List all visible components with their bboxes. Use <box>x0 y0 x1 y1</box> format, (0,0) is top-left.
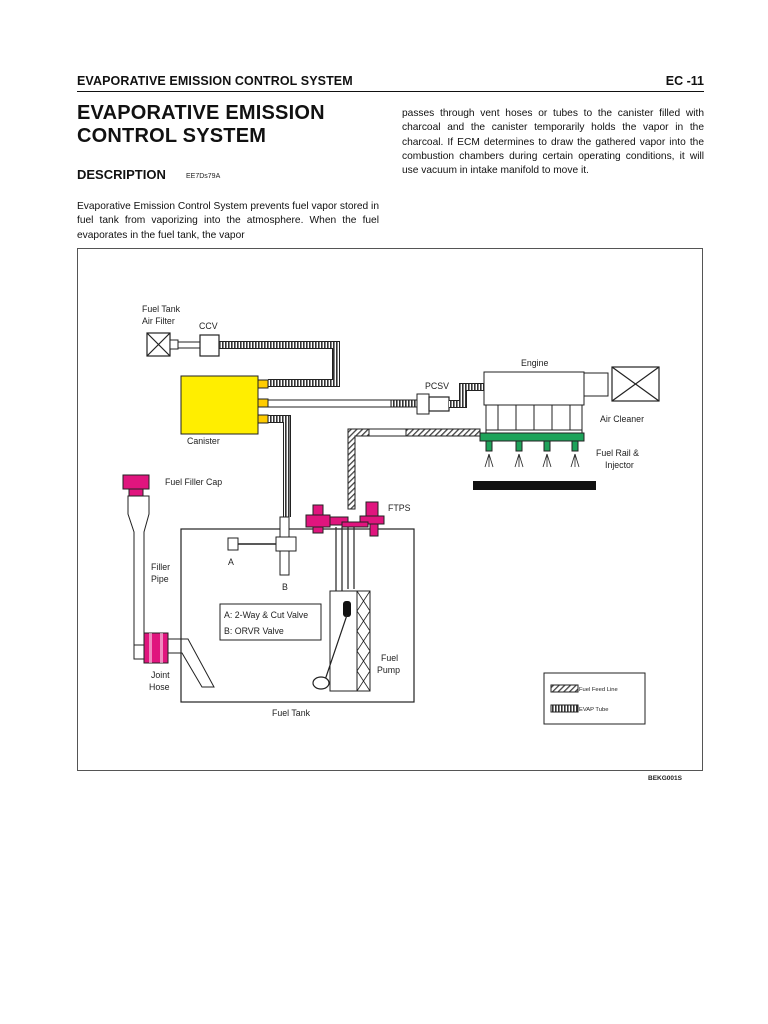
label-fuel-tank-air-filter-1: Fuel Tank <box>142 304 181 314</box>
label-engine: Engine <box>521 358 548 368</box>
label-fuel-tank-air-filter-2: Air Filter <box>142 316 175 326</box>
label-canister: Canister <box>187 436 220 446</box>
fuel-feed-line <box>347 428 481 510</box>
label-valve-b: B <box>282 582 288 592</box>
valve-a <box>227 537 280 551</box>
fuel-tank-air-filter <box>146 332 201 357</box>
fuel-feed-legend-swatch <box>550 684 579 693</box>
label-fuel-rail-2: Injector <box>605 460 634 470</box>
valve-b <box>275 516 297 576</box>
figure-code: BEKG001S <box>648 775 682 782</box>
label-filler-pipe-1: Filler <box>151 562 170 572</box>
section-code: EE7Ds79A <box>186 173 221 180</box>
label-fuel-filler-cap: Fuel Filler Cap <box>165 477 222 487</box>
label-fuel-pump-2: Pump <box>377 665 400 675</box>
fuel-pump <box>312 527 371 692</box>
engine <box>483 371 609 438</box>
header-title: EVAPORATIVE EMISSION CONTROL SYSTEM <box>77 74 353 88</box>
ccv-valve <box>199 334 220 357</box>
label-valve-a: A <box>228 557 234 567</box>
canister <box>180 375 269 435</box>
section-title: DESCRIPTION <box>77 167 166 182</box>
line-type-legend: Fuel Feed Line EVAP Tube <box>543 672 646 725</box>
label-air-cleaner: Air Cleaner <box>600 414 644 424</box>
header-rule <box>77 91 704 92</box>
label-fuel-pump-1: Fuel <box>381 653 398 663</box>
label-fuel-rail-1: Fuel Rail & <box>596 448 639 458</box>
description-paragraph-right: passes through vent hoses or tubes to th… <box>402 108 704 177</box>
page-title-line-1: EVAPORATIVE EMISSION <box>77 102 325 124</box>
label-fuel-tank: Fuel Tank <box>272 708 311 718</box>
legend-valve-a-text: A: 2-Way & Cut Valve <box>224 610 308 620</box>
label-ftps: FTPS <box>388 503 411 513</box>
purge-line-canister-pcsv <box>267 399 418 408</box>
pcsv-valve <box>416 383 484 415</box>
diagram-labels: Fuel Tank Air Filter CCV Engine PCSV Air… <box>142 304 644 718</box>
air-cleaner <box>611 366 660 402</box>
running-header: EVAPORATIVE EMISSION CONTROL SYSTEM EC -… <box>77 74 704 92</box>
ftps-sensor <box>305 501 385 537</box>
description-paragraph-left: Evaporative Emission Control System prev… <box>77 201 379 241</box>
fuel-tank <box>180 528 415 703</box>
evap-legend-swatch <box>550 704 579 713</box>
legend-valve-b-text: B: ORVR Valve <box>224 626 284 636</box>
legend-evap-text: EVAP Tube <box>579 707 608 713</box>
label-pcsv: PCSV <box>425 381 449 391</box>
label-ccv: CCV <box>199 321 218 331</box>
page-title-line-2: CONTROL SYSTEM <box>77 125 267 147</box>
label-filler-pipe-2: Pipe <box>151 574 169 584</box>
label-joint-hose-2: Hose <box>149 682 170 692</box>
label-joint-hose-1: Joint <box>151 670 170 680</box>
valve-legend: A: 2-Way & Cut Valve B: ORVR Valve <box>219 603 322 641</box>
page-title: EVAPORATIVE EMISSION CONTROL SYSTEM <box>77 102 377 148</box>
evap-system-diagram: A: 2-Way & Cut Valve B: ORVR Valve Fuel … <box>77 248 703 771</box>
diagram-svg: A: 2-Way & Cut Valve B: ORVR Valve Fuel … <box>122 304 660 725</box>
joint-hose <box>143 632 215 688</box>
legend-fuel-feed-text: Fuel Feed Line <box>579 687 618 693</box>
page-number: EC -11 <box>665 74 704 88</box>
fuel-filler-cap <box>122 474 150 497</box>
fuel-rail-injectors <box>473 432 596 490</box>
